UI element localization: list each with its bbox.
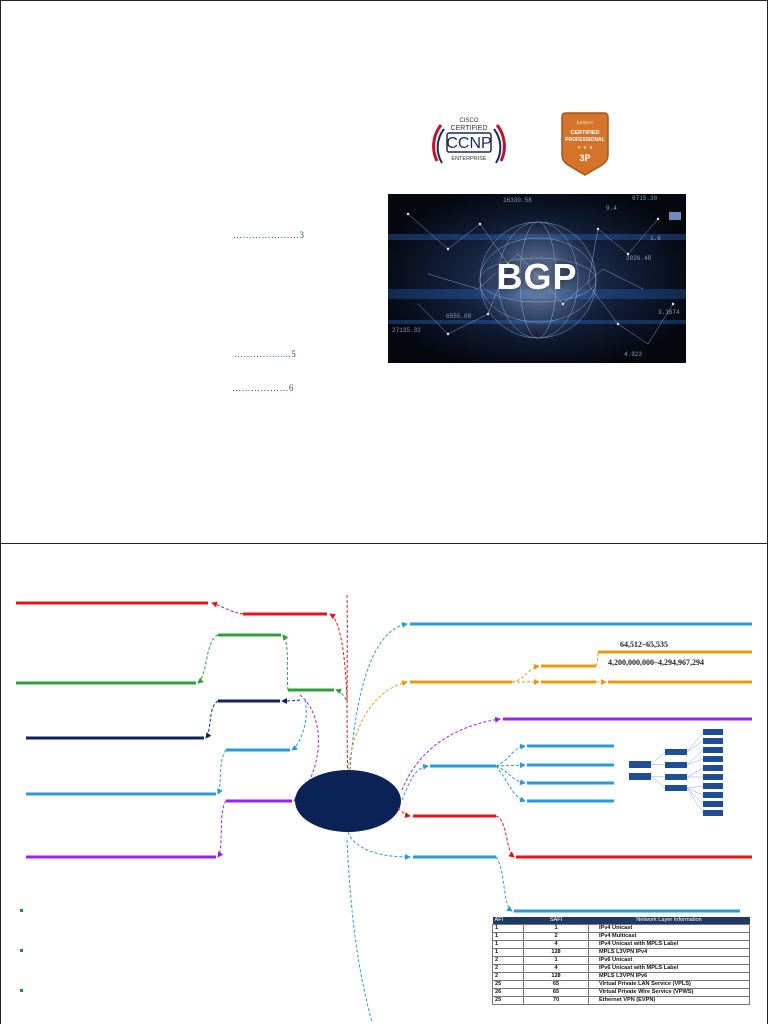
mini-flow-diagram [629,729,723,816]
nlri-cell: IPv6 Unicast with MPLS Label [589,965,750,973]
col-header-safi: SAFI [524,917,589,925]
asn-private-2byte-label: 64,512–65,535 [620,640,668,649]
safi-cell: 4 [524,941,589,949]
afi-cell: 2 [493,965,524,973]
nlri-cell: Ethernet VPN (EVPN) [589,997,750,1005]
nlri-cell: IPv4 Unicast with MPLS Label [589,941,750,949]
safi-cell: 1 [524,925,589,933]
safi-cell: 70 [524,997,589,1005]
bullet-1 [20,909,23,912]
col-header-nlri: Network Layer Information [589,917,750,925]
trunk-connector-blue [347,840,372,1022]
afi-cell: 1 [493,949,524,957]
safi-cell: 65 [524,981,589,989]
center-node[interactable] [295,770,401,832]
safi-cell: 128 [524,949,589,957]
bullet-3 [20,989,23,992]
bullet-2 [20,949,23,952]
nlri-cell: MPLS L3VPN IPv6 [589,973,750,981]
safi-cell: 1 [524,957,589,965]
afi-cell: 26 [493,989,524,997]
afi-cell: 2 [493,957,524,965]
nlri-cell: IPv4 Multicast [589,933,750,941]
nlri-cell: IPv4 Unicast [589,925,750,933]
afi-cell: 25 [493,981,524,989]
afi-cell: 2 [493,973,524,981]
asn-private-4byte-label: 4,200,000,000–4,294,967,294 [608,658,704,667]
nlri-cell: Virtual Private Wire Service (VPWS) [589,989,750,997]
afi-cell: 1 [493,925,524,933]
safi-cell: 128 [524,973,589,981]
afi-cell: 1 [493,933,524,941]
trunk-connector-red [347,595,348,780]
safi-cell: 65 [524,989,589,997]
nlri-cell: MPLS L3VPN IPv4 [589,949,750,957]
nlri-cell: IPv6 Unicast [589,957,750,965]
col-header-afi: AFI [493,917,524,925]
afi-cell: 1 [493,941,524,949]
safi-cell: 2 [524,933,589,941]
safi-cell: 4 [524,965,589,973]
afi-cell: 25 [493,997,524,1005]
nlri-cell: Virtual Private LAN Service (VPLS) [589,981,750,989]
